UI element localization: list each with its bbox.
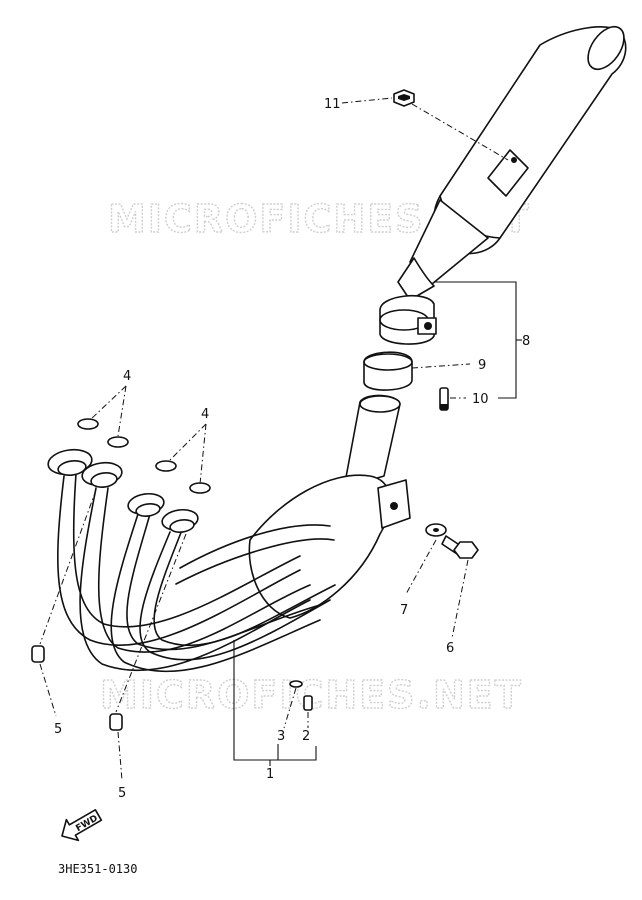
callout-9: 9 <box>478 358 486 373</box>
callout-4b: 4 <box>201 407 209 422</box>
header-flange-4 <box>161 508 199 533</box>
callout-10: 10 <box>472 392 489 407</box>
callout-1: 1 <box>266 767 274 782</box>
washer-3 <box>289 680 303 688</box>
washer-7 <box>425 523 447 537</box>
header-flange-1 <box>47 448 93 477</box>
callout-7: 7 <box>400 603 408 618</box>
exhaust-pipe-assembly <box>47 394 411 673</box>
fwd-arrow-icon: FWD <box>61 809 103 842</box>
bolt-11 <box>393 89 415 107</box>
callout-4a: 4 <box>123 369 131 384</box>
bolt-2 <box>303 695 313 711</box>
muffler-bracket <box>487 149 529 197</box>
callout-5a: 5 <box>54 722 62 737</box>
callout-3: 3 <box>277 729 285 744</box>
callout-6: 6 <box>446 641 454 656</box>
muffler-clamp <box>379 295 437 345</box>
muffler <box>397 25 627 301</box>
drawing-code: 3HE351-0130 <box>58 862 137 876</box>
gaskets-4 <box>77 418 211 494</box>
callout-2: 2 <box>302 729 310 744</box>
bolt-6 <box>441 535 479 559</box>
bolt-10 <box>439 387 449 411</box>
header-flange-3 <box>127 492 165 517</box>
header-flange-2 <box>81 461 123 488</box>
callout-11: 11 <box>324 97 341 112</box>
plugs-5 <box>31 645 123 731</box>
callout-5b: 5 <box>118 786 126 801</box>
leader-lines <box>39 97 522 781</box>
gasket-9 <box>363 351 413 391</box>
callout-8: 8 <box>522 334 530 349</box>
